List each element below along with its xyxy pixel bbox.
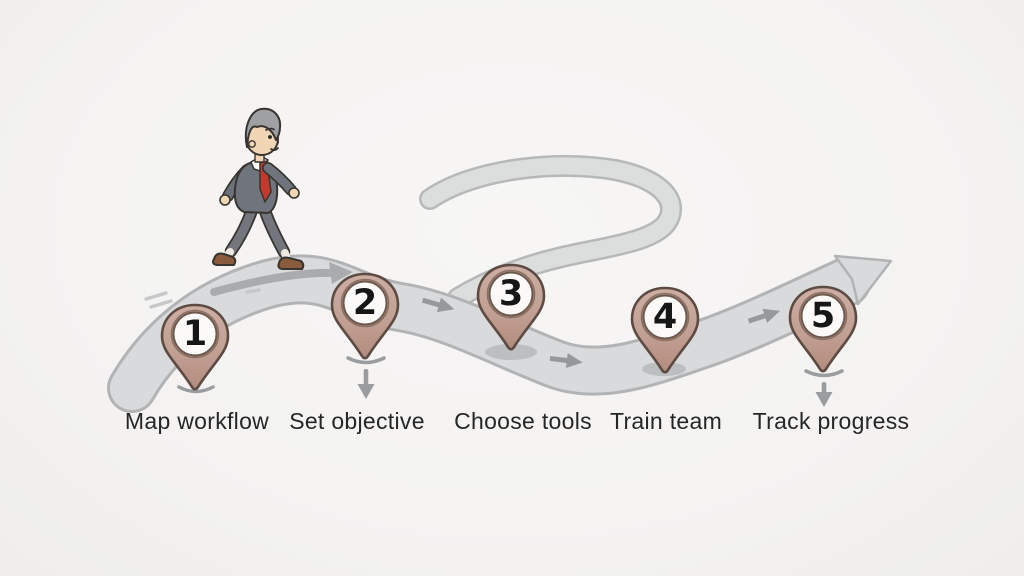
map-pin-icon xyxy=(788,285,858,373)
map-pin-icon xyxy=(630,286,700,374)
map-pin-icon xyxy=(476,263,546,351)
down-arrow-icon xyxy=(363,369,369,385)
man-hand xyxy=(219,194,231,206)
road-markings xyxy=(144,262,783,370)
man-mouth xyxy=(270,147,279,151)
man-eye xyxy=(268,135,272,139)
step-pin-1: 1 xyxy=(158,302,232,394)
down-arrow-icon xyxy=(815,392,833,407)
man-hand xyxy=(288,187,300,199)
road-path xyxy=(107,254,871,413)
map-pin-icon xyxy=(160,303,230,391)
man-shoe xyxy=(212,252,237,266)
step-label-map-workflow: Map workflow xyxy=(124,408,270,434)
pin-ground-arc xyxy=(346,356,386,365)
step-pin-2: 2 xyxy=(328,271,402,363)
man-eyebrow xyxy=(265,127,275,131)
road-loop xyxy=(419,154,683,309)
man-shoe xyxy=(277,256,305,270)
pin-ground-arc xyxy=(177,385,215,394)
pin-ground-arc xyxy=(804,369,844,378)
step-pin-4: 4 xyxy=(628,285,702,377)
step-number: 1 xyxy=(182,314,208,354)
road-end-arrowhead-icon xyxy=(833,254,893,306)
step-pin-5: 5 xyxy=(786,284,860,376)
man-nose xyxy=(276,139,279,145)
step-number: 5 xyxy=(810,296,836,336)
step-pin-3: 3 xyxy=(474,262,548,354)
step-label-track-progress: Track progress xyxy=(752,408,910,434)
step-label-choose-tools: Choose tools xyxy=(454,408,592,434)
walking-man-illustration xyxy=(212,107,305,270)
map-pin-icon xyxy=(330,272,400,360)
long-swoosh-arrowhead xyxy=(329,262,353,284)
step-number: 4 xyxy=(652,297,678,337)
down-arrows xyxy=(357,369,833,407)
step-label-set-objective: Set objective xyxy=(289,408,425,434)
down-arrow-icon xyxy=(821,382,827,394)
man-hair xyxy=(244,107,282,148)
step-number: 2 xyxy=(352,283,378,323)
down-arrow-icon xyxy=(357,384,375,399)
step-number: 3 xyxy=(498,274,524,314)
man-ear xyxy=(248,140,256,148)
step-label-train-team: Train team xyxy=(609,408,723,434)
pin-shadow xyxy=(485,344,537,360)
long-swoosh-arrow-icon xyxy=(210,268,336,296)
